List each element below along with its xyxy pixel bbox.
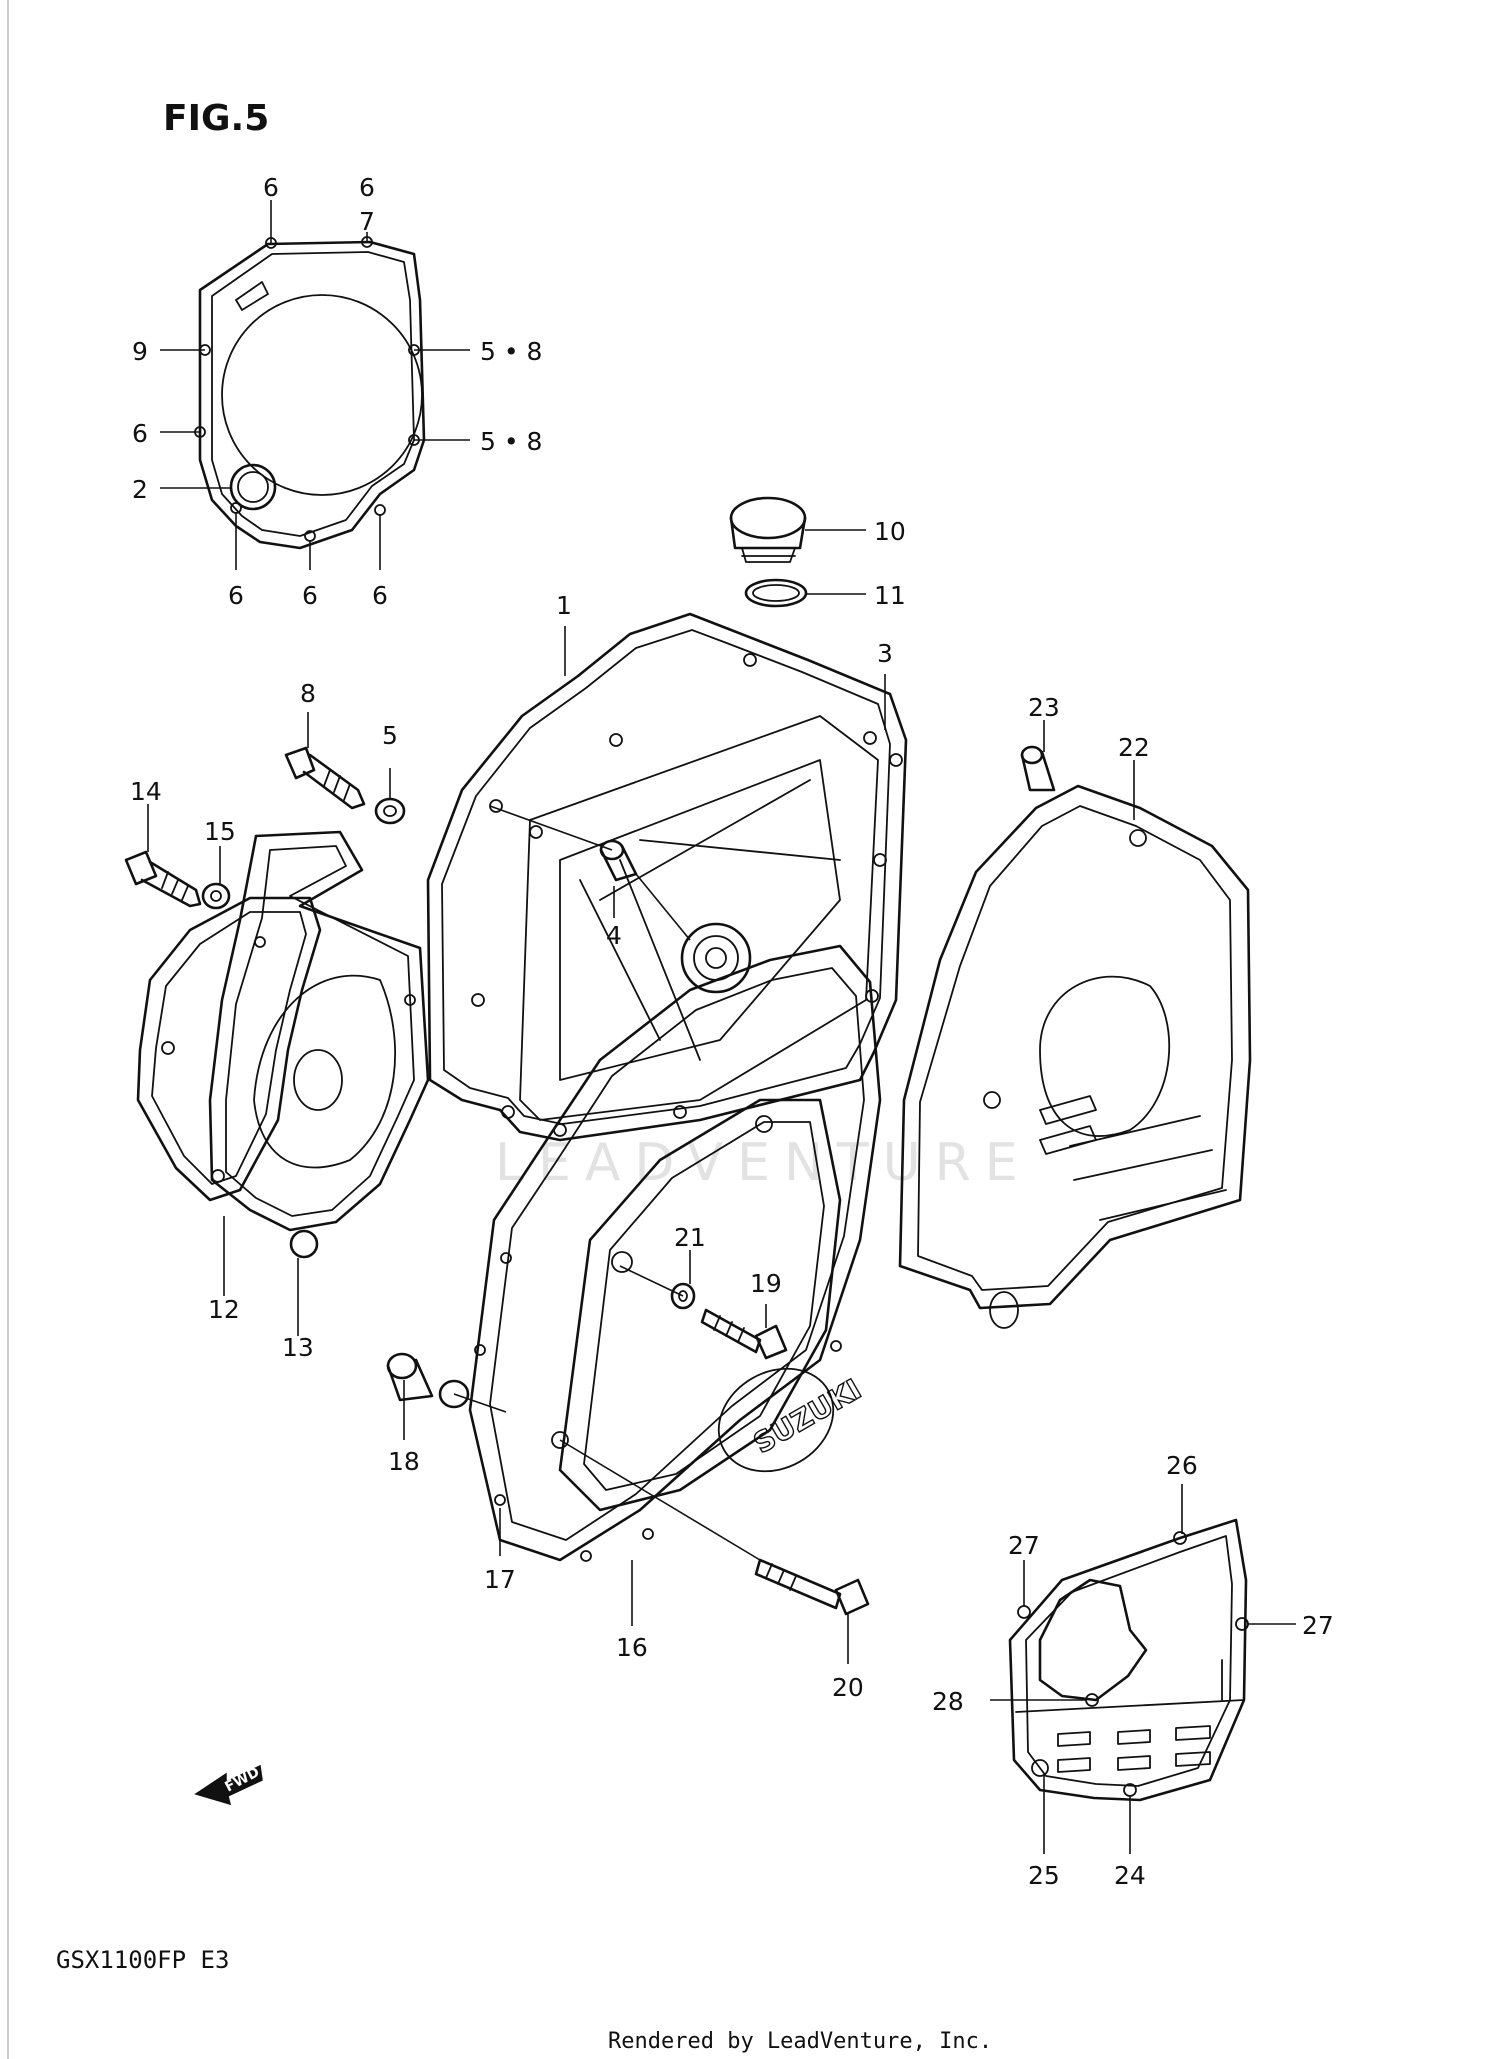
- callout-label: 14: [130, 777, 162, 806]
- side-cover-bolt: [700, 1308, 788, 1360]
- generator-cover: [136, 896, 322, 1202]
- footer-credit: Rendered by LeadVenture, Inc.: [608, 2029, 992, 2054]
- cover-bolt: [284, 746, 366, 810]
- oil-filler-cap: [729, 496, 807, 563]
- callout-label: 11: [874, 581, 906, 610]
- crankcase-cover: [898, 784, 1252, 1329]
- callout-label: 10: [874, 517, 906, 546]
- generator-side-cover: SUZUKI: [468, 944, 882, 1562]
- callout-label: 5 • 8: [480, 337, 542, 366]
- callout-label: 6: [359, 173, 375, 202]
- callout-label: 22: [1118, 733, 1150, 762]
- callout-label: 7: [359, 207, 375, 236]
- callout-label: 6: [302, 581, 318, 610]
- generator-washer: [201, 882, 231, 910]
- dowel-pin-rear: [1020, 745, 1056, 792]
- callout-label: 6: [132, 419, 148, 448]
- callout-label: 6: [263, 173, 279, 202]
- callout-label: 27: [1302, 1611, 1334, 1640]
- callout-label: 15: [204, 817, 236, 846]
- callout-labels: 6 6 7 9 5 • 8 6 5 • 8 2 6 6 6 10 11 1 3 …: [130, 173, 1334, 1890]
- callout-label: 4: [606, 921, 622, 950]
- callout-label: 6: [228, 581, 244, 610]
- callout-label: 6: [372, 581, 388, 610]
- assembly-lines: [453, 805, 761, 1561]
- side-cover-washer: [670, 1282, 696, 1310]
- callout-label: 8: [300, 679, 316, 708]
- callout-label: 19: [750, 1269, 782, 1298]
- clutch-cover-gasket: [194, 236, 426, 550]
- callout-label: 3: [877, 639, 893, 668]
- callout-label: 16: [616, 1633, 648, 1662]
- callout-label: 1: [556, 591, 572, 620]
- callout-label: 5: [382, 721, 398, 750]
- figure-title: FIG.5: [163, 98, 269, 139]
- gasket-ring: [438, 1379, 470, 1409]
- callout-label: 2: [132, 475, 148, 504]
- generator-bolt: [124, 850, 202, 908]
- dowel-pin: [599, 839, 638, 882]
- watermark: LEADVENTURE: [495, 1133, 1032, 1193]
- callout-label: 12: [208, 1295, 240, 1324]
- o-ring: [744, 578, 808, 608]
- callout-label: 17: [484, 1565, 516, 1594]
- callout-label: 9: [132, 337, 148, 366]
- callout-label: 5 • 8: [480, 427, 542, 456]
- suzuki-logo: SUZUKI: [748, 1373, 867, 1461]
- callout-label: 21: [674, 1223, 706, 1252]
- callout-label: 20: [832, 1673, 864, 1702]
- sprocket-cover: [1008, 1518, 1249, 1802]
- generator-cover-gasket: [208, 830, 430, 1259]
- cover-washer: [374, 797, 406, 825]
- callout-label: 26: [1166, 1451, 1198, 1480]
- dowel-pin-front: [386, 1352, 434, 1402]
- callout-label: 27: [1008, 1531, 1040, 1560]
- callout-label: 25: [1028, 1861, 1060, 1890]
- callout-leaders: [147, 200, 1296, 1854]
- model-code: GSX1100FP E3: [56, 1946, 229, 1974]
- callout-label: 24: [1114, 1861, 1146, 1890]
- callout-label: 13: [282, 1333, 314, 1362]
- callout-label: 28: [932, 1687, 964, 1716]
- callout-label: 18: [388, 1447, 420, 1476]
- callout-label: 23: [1028, 693, 1060, 722]
- long-bolt: [754, 1558, 870, 1616]
- clutch-cover: [426, 612, 908, 1142]
- forward-direction-arrow: FWD: [194, 1764, 263, 1806]
- fwd-label: FWD: [222, 1764, 262, 1795]
